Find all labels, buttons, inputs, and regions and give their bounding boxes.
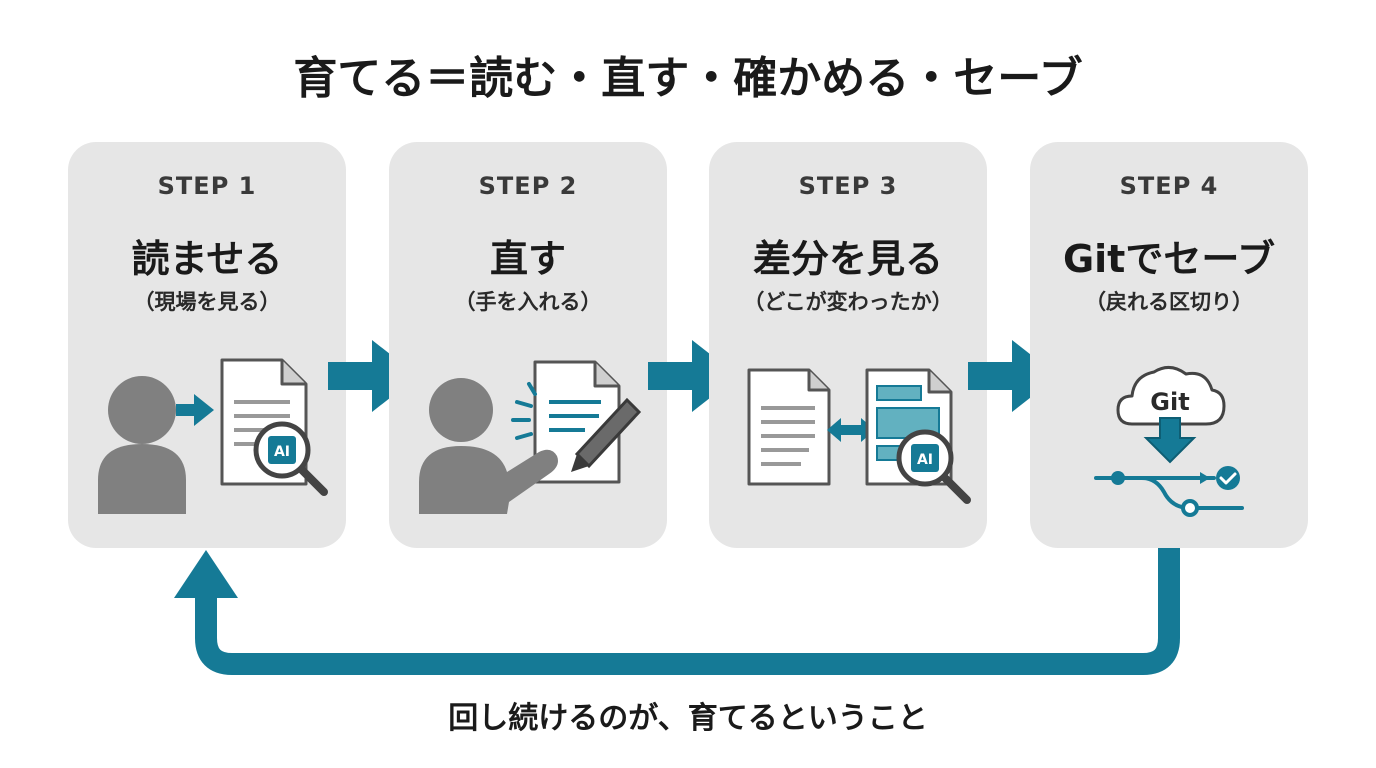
check-icon [1216, 466, 1240, 490]
step-3-label: STEP 3 [798, 172, 898, 200]
step-1-illustration: AI [68, 342, 346, 548]
next-step-arrow-2 [648, 340, 738, 412]
step-3-subtitle: （どこが変わったか） [743, 290, 953, 314]
ai-magnifier-icon: AI [253, 421, 328, 496]
step-1-label: STEP 1 [157, 172, 257, 200]
next-step-arrow-3 [968, 340, 1058, 412]
step-2-subtitle: （手を入れる） [454, 290, 602, 314]
next-step-arrow-1 [328, 340, 418, 412]
footer-caption: 回し続けるのが、育てるということ [448, 701, 928, 736]
step-3-card: STEP 3 差分を見る （どこが変わったか） [709, 142, 987, 548]
cloud-git-label: Git [1150, 388, 1189, 416]
step-3-illustration: AI [709, 342, 987, 548]
step-2-illustration [389, 342, 667, 548]
changed-document-icon [865, 368, 953, 486]
pencil-icon [571, 397, 642, 472]
person-icon [98, 376, 186, 514]
original-document-icon [747, 368, 831, 486]
cloud-icon: Git [1116, 366, 1226, 426]
branch-arrow-icon [1200, 472, 1210, 484]
step-3-heading: 差分を見る [752, 237, 943, 281]
arrow-right-icon [176, 394, 214, 426]
spark-lines-icon [511, 382, 537, 440]
ai-magnifier-icon: AI [896, 429, 971, 504]
step-2-heading: 直す [489, 237, 566, 281]
branch-node [1181, 499, 1199, 517]
step-4-card: STEP 4 Gitでセーブ （戻れる区切り） Git [1030, 142, 1308, 548]
step-1-heading: 読ませる [131, 237, 283, 281]
step-2-label: STEP 2 [478, 172, 578, 200]
step-4-subtitle: （戻れる区切り） [1085, 290, 1253, 314]
step-4-label: STEP 4 [1119, 172, 1219, 200]
ai-badge: AI [274, 444, 290, 460]
step-4-heading: Gitでセーブ [1062, 237, 1276, 281]
person-icon [419, 378, 558, 514]
step-2-card: STEP 2 直す （手を入れる） [389, 142, 667, 548]
step-1-card: STEP 1 読ませる （現場を見る） AI [68, 142, 346, 548]
page-title: 育てる＝読む・直す・確かめる・セーブ [293, 53, 1083, 104]
commit-node [1111, 471, 1125, 485]
step-1-subtitle: （現場を見る） [133, 290, 281, 314]
download-arrow-icon [1143, 417, 1197, 464]
compare-arrows-icon [827, 418, 875, 442]
step-4-illustration: Git [1030, 342, 1308, 548]
ai-badge: AI [917, 452, 933, 468]
